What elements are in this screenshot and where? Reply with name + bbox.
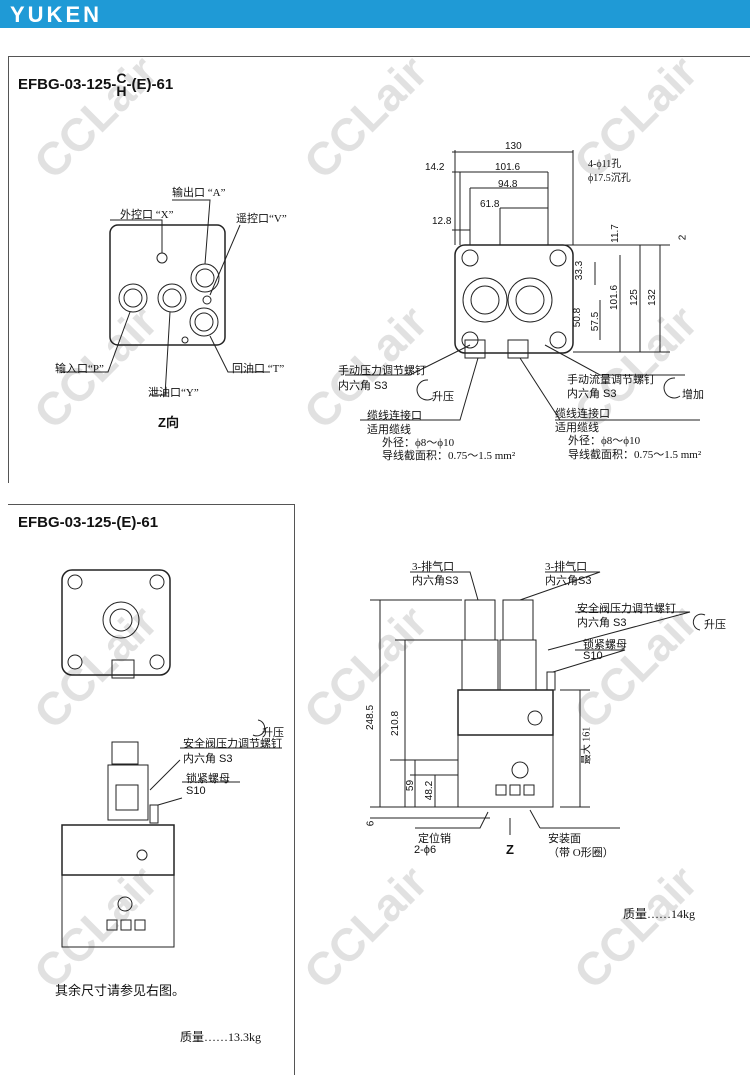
mass-label-2: 质量……13.3kg [180,1030,262,1044]
vent-left-hex: 内六角S3 [412,575,459,587]
pressure-rotate-label-3: 升压 [704,619,726,631]
side-view-drawing [370,571,706,835]
cable-diameter-right: 外径：ϕ8～ϕ10 [568,435,641,447]
relief-screw-hex: 内六角 S3 [183,753,233,765]
dim-2: 2 [677,234,689,241]
lock-nut-size: S10 [186,785,206,797]
mounting-face-label: 安装面 [548,833,581,845]
dim-14-2: 14.2 [425,162,445,173]
top-view-drawing [345,150,700,421]
flow-rotate-label: 增加 [682,389,704,401]
cable-port-label-left: 缆线连接口 [367,410,422,422]
relief-screw-label: 安全阀压力调节螺钉 [183,738,282,750]
vent-right-label: 3-排气口 [545,561,588,573]
model-title-2: EFBG-03-125-(E)-61 [18,514,159,531]
dim-11-7: 11.7 [609,224,621,243]
small-side-view-drawing [61,719,282,948]
cable-spec-label-left: 适用缆线 [367,424,411,436]
port-x-label: 外控口 “X” [120,209,174,221]
port-t-label: 回油口 “T” [232,363,285,375]
dim-33-3: 33.3 [574,260,586,281]
flow-screw-label: 手动流量调节螺钉 [567,374,655,386]
port-y-label: 泄油口“Y” [148,387,199,399]
holes-label: 4-ϕ11孔 [588,159,622,170]
o-ring-label: （带 O形圈） [548,847,614,859]
dim-125: 125 [628,289,640,306]
flow-screw-hex: 内六角 S3 [567,388,617,400]
section-top-frame [8,56,750,483]
cable-section-right: 导线截面积：0.75～1.5 mm² [568,449,702,461]
dim-130: 130 [505,141,522,152]
view-z-label: Z向 [158,415,179,430]
dim-101-6: 101.6 [495,162,521,173]
dim-61-8: 61.8 [480,199,500,210]
dim-132: 132 [646,289,658,306]
port-p-label: 输入口“P” [55,363,104,375]
locating-pin-label: 定位销 [418,833,451,845]
dim-max-161: 最大 161 [581,726,593,765]
title-suffix: -(E)-61 [126,75,174,93]
locating-pin-size: 2-ϕ6 [414,844,437,856]
section-bottom-left-frame [8,504,295,1075]
dim-248-5: 248.5 [365,704,377,731]
dim-6: 6 [365,820,377,827]
yuken-logo: YUKEN [10,2,103,27]
port-face-drawing [60,199,270,396]
vent-left-label: 3-排气口 [412,561,455,573]
vent-right-hex: 内六角S3 [545,575,592,587]
header-bar: YUKEN [0,0,750,28]
relief-screw-hex-3: 内六角 S3 [577,617,627,629]
dim-94-8: 94.8 [498,179,518,190]
lock-nut-size-3: S10 [583,650,603,662]
dim-48-2: 48.2 [424,780,436,801]
port-a-label: 输出口 “A” [172,187,226,199]
lock-nut-label: 锁紧螺母 [186,773,230,785]
port-v-label: 遥控口“V” [236,213,287,225]
pressure-screw-label: 手动压力调节螺钉 [338,365,426,377]
mass-label-3: 质量……14kg [623,907,696,921]
dim-210-8: 210.8 [390,710,402,737]
dim-101-6-v: 101.6 [609,284,621,311]
lock-nut-label-3: 锁紧螺母 [583,639,627,651]
dim-50-8: 50.8 [572,307,584,328]
relief-screw-label-3: 安全阀压力调节螺钉 [577,603,676,615]
dim-57-5: 57.5 [590,311,602,332]
title-prefix: EFBG-03-125- [18,75,117,93]
z-direction-label: Z [506,842,514,857]
cable-port-label-right: 缆线连接口 [555,408,610,420]
see-right-note: 其余尺寸请参见右图。 [55,983,186,998]
counterbore-label: ϕ17.5沉孔 [588,173,631,184]
dim-59: 59 [405,779,417,792]
pressure-rotate-label: 升压 [432,391,454,403]
cable-spec-label-right: 适用缆线 [555,422,599,434]
small-top-view-drawing [61,569,171,679]
pressure-screw-hex: 内六角 S3 [338,380,388,392]
dim-12-8: 12.8 [432,216,452,227]
title-option-h: H [116,83,127,99]
pressure-rotate-label-2: 升压 [262,727,284,739]
cable-section-left: 导线截面积：0.75～1.5 mm² [382,450,516,462]
title-option-c: C [116,70,127,86]
cable-diameter-left: 外径：ϕ8～ϕ10 [382,437,455,449]
